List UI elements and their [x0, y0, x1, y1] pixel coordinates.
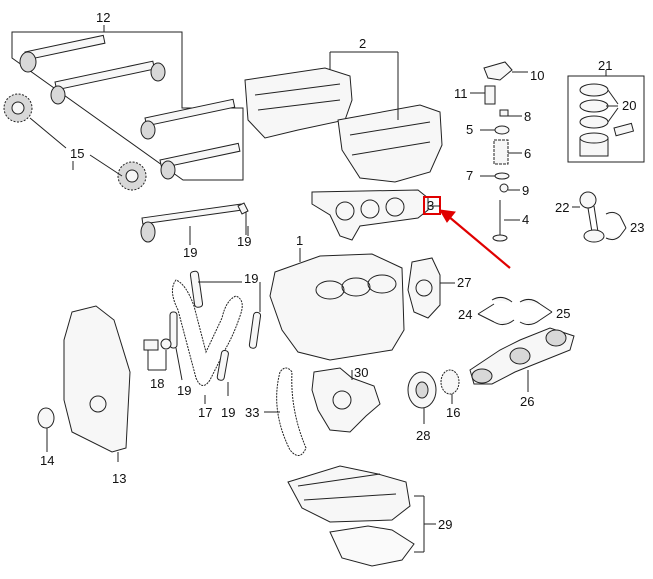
balance-shaft-bolt[interactable]: [237, 202, 249, 235]
callout-28[interactable]: 26: [520, 394, 534, 409]
valve-spring[interactable]: [493, 139, 522, 165]
valve[interactable]: [492, 200, 520, 242]
oil-pan[interactable]: [287, 465, 411, 523]
callout-32[interactable]: 30: [354, 365, 368, 380]
oil-pump-chain[interactable]: [264, 367, 307, 456]
callout-10[interactable]: 10: [530, 68, 544, 83]
oil-pump[interactable]: [311, 367, 381, 433]
valve-retainer[interactable]: [480, 125, 510, 135]
piston-ring-group[interactable]: [567, 70, 645, 163]
callout-9[interactable]: 9: [522, 183, 529, 198]
camshaft-2: [50, 60, 166, 105]
timing-chain[interactable]: [172, 279, 243, 404]
callout-33[interactable]: 33: [245, 405, 259, 420]
highlight-arrow: [439, 209, 511, 269]
rear-cover[interactable]: [407, 257, 455, 319]
engine-block[interactable]: [269, 248, 405, 361]
cam-sprockets[interactable]: [3, 93, 147, 191]
callout-29[interactable]: 27: [457, 275, 471, 290]
callout-18[interactable]: 18: [150, 376, 164, 391]
callout-14[interactable]: 14: [40, 453, 54, 468]
lash-adjuster[interactable]: [470, 85, 496, 105]
crank-pulley[interactable]: [407, 371, 437, 424]
camshaft-1: [19, 34, 106, 73]
callout-21[interactable]: 19: [237, 234, 251, 249]
callout-16[interactable]: 16: [446, 405, 460, 420]
camshaft-group-outline: [11, 31, 244, 181]
callout-4[interactable]: 4: [522, 212, 529, 227]
oil-pan-gasket[interactable]: [329, 525, 415, 567]
camshaft-4: [159, 142, 241, 180]
valve-seal[interactable]: [480, 172, 510, 180]
camshaft-3: [140, 98, 236, 140]
chain-guide-lower[interactable]: [216, 349, 229, 396]
callout-22[interactable]: 20: [622, 98, 636, 113]
callout-25[interactable]: 23: [630, 220, 644, 235]
cylinder-head-right[interactable]: [337, 104, 443, 183]
callout-11[interactable]: 11: [454, 86, 468, 101]
callout-6[interactable]: 6: [524, 146, 531, 161]
cylinder-head-left[interactable]: [244, 67, 353, 139]
chain-guide-left[interactable]: [169, 311, 183, 381]
main-bearings-right[interactable]: [519, 298, 553, 326]
balance-shaft[interactable]: [140, 203, 243, 245]
callout-7[interactable]: 7: [466, 168, 473, 183]
leader-lines: [72, 105, 618, 236]
callout-20[interactable]: 19: [183, 245, 197, 260]
callout-19-upper[interactable]: 19: [244, 271, 258, 286]
connecting-rod[interactable]: [572, 191, 605, 243]
crankshaft[interactable]: [469, 327, 575, 392]
callout-5[interactable]: 5: [466, 122, 473, 137]
callout-26[interactable]: 24: [458, 307, 472, 322]
head-gasket[interactable]: [311, 189, 429, 241]
timing-cover[interactable]: [63, 305, 131, 462]
callout-13[interactable]: 13: [112, 471, 126, 486]
callout-31[interactable]: 29: [438, 517, 452, 532]
rod-bearings[interactable]: [605, 211, 627, 241]
callout-15[interactable]: 15: [70, 146, 84, 161]
callout-31-leader: [414, 495, 436, 553]
callout-2[interactable]: 2: [359, 36, 366, 51]
chain-guide-upper[interactable]: [189, 270, 242, 308]
callout-8[interactable]: 8: [524, 109, 531, 124]
callout-27[interactable]: 25: [556, 306, 570, 321]
front-seal[interactable]: [37, 407, 55, 452]
chain-tensioner[interactable]: [143, 338, 172, 371]
chain-guide-right[interactable]: [248, 282, 262, 349]
callout-30[interactable]: 28: [416, 428, 430, 443]
callout-2-leader: [329, 51, 399, 120]
callout-3[interactable]: 3: [427, 198, 434, 213]
valve-guide[interactable]: [499, 183, 520, 193]
valve-keepers[interactable]: [499, 109, 522, 117]
callout-24[interactable]: 22: [555, 200, 569, 215]
callout-19-left[interactable]: 19: [177, 383, 191, 398]
callout-1[interactable]: 1: [296, 233, 303, 248]
callout-12[interactable]: 12: [96, 10, 110, 25]
callout-17[interactable]: 17: [198, 405, 212, 420]
camshaft-group[interactable]: [11, 25, 244, 181]
main-bearings-left[interactable]: [477, 296, 515, 326]
rocker-arm[interactable]: [483, 61, 528, 81]
crank-sprocket[interactable]: [440, 369, 460, 404]
callout-23[interactable]: 21: [598, 58, 612, 73]
callout-19-lower[interactable]: 19: [221, 405, 235, 420]
